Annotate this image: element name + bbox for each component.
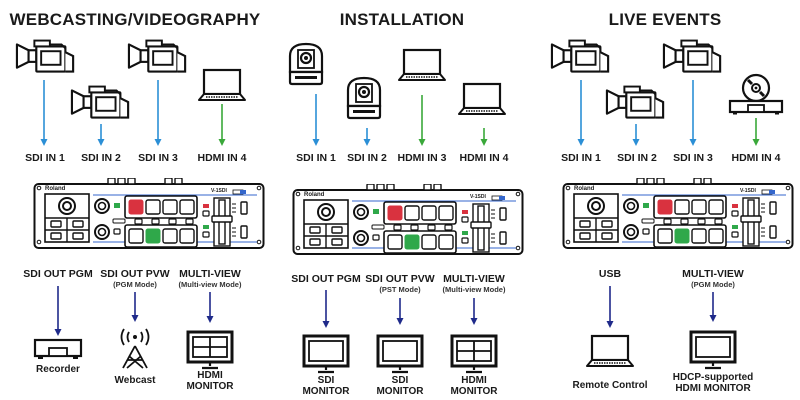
sdi-input-arrow: [689, 80, 697, 146]
output-mode: (PGM Mode): [691, 280, 735, 289]
hdmi-input-arrow: [480, 128, 488, 146]
output-arrow: [131, 292, 139, 322]
output-device-label: Recorder: [36, 364, 80, 375]
camcorder-icon: [15, 39, 75, 73]
input-label: SDI IN 1: [561, 152, 601, 164]
output-label: SDI OUT PGM: [23, 268, 93, 280]
output-device-label-line2: MONITOR: [186, 381, 234, 392]
laptop-icon: [398, 48, 446, 82]
output-device-label: SDI: [317, 375, 335, 386]
monitor-icon: [302, 334, 350, 374]
laptop-icon: [586, 334, 634, 368]
output-mode: (Multi-view Mode): [178, 280, 242, 289]
laptop-icon: [458, 82, 506, 116]
input-label: HDMI IN 4: [731, 152, 781, 164]
output-label: MULTI-VIEW: [179, 268, 241, 280]
webcast-icon: [120, 328, 150, 369]
section-title: INSTALLATION: [339, 10, 465, 29]
output-device-label: HDMI: [197, 370, 223, 381]
output-arrow: [470, 298, 478, 325]
output-mode: (Multi-view Mode): [442, 285, 506, 294]
brand-logo: Roland: [45, 186, 66, 192]
video-switcher-icon: [292, 184, 524, 255]
output-arrow: [709, 292, 717, 322]
sdi-input-arrow: [363, 128, 371, 146]
input-label: HDMI IN 4: [197, 152, 247, 164]
output-device-label-line2: MONITOR: [302, 386, 350, 397]
output-arrow: [396, 298, 404, 325]
recorder-icon: [33, 338, 83, 361]
camcorder-icon: [550, 39, 610, 73]
multiview-monitor-icon: [450, 334, 498, 374]
output-label: SDI OUT PGM: [291, 273, 361, 285]
input-label: HDMI IN 4: [459, 152, 509, 164]
video-switcher-icon: [33, 178, 265, 249]
hdmi-input-arrow: [418, 95, 426, 146]
input-label: SDI IN 3: [673, 152, 713, 164]
sdi-input-arrow: [97, 124, 105, 146]
output-device-label-line2: HDMI MONITOR: [675, 383, 751, 394]
ptz-camera-icon: [288, 42, 324, 86]
sdi-input-arrow: [312, 94, 320, 146]
section-title: WEBCASTING/VIDEOGRAPHY: [9, 10, 261, 29]
output-mode: (PGM Mode): [113, 280, 157, 289]
output-label: SDI OUT PVW: [100, 268, 170, 280]
hdmi-input-arrow: [752, 118, 760, 146]
model-label: V-1SDI: [470, 194, 486, 200]
video-switcher-icon: [562, 178, 794, 249]
output-arrow: [322, 290, 330, 328]
disc-player-icon: [728, 73, 784, 116]
section-title: LIVE EVENTS: [608, 10, 722, 29]
camcorder-icon: [127, 39, 187, 73]
brand-logo: Roland: [304, 192, 325, 198]
output-device-label: SDI: [391, 375, 409, 386]
output-label: MULTI-VIEW: [682, 268, 744, 280]
output-label: USB: [598, 268, 622, 280]
monitor-icon: [689, 330, 737, 370]
input-label: SDI IN 1: [25, 152, 65, 164]
camcorder-icon: [662, 39, 722, 73]
sdi-input-arrow: [40, 80, 48, 146]
hdmi-input-arrow: [218, 104, 226, 146]
output-arrow: [206, 292, 214, 323]
camcorder-icon: [70, 85, 130, 119]
output-device-label: Webcast: [114, 375, 156, 386]
output-label: SDI OUT PVW: [365, 273, 435, 285]
output-label: MULTI-VIEW: [443, 273, 505, 285]
camcorder-icon: [605, 85, 665, 119]
ptz-camera-icon: [346, 76, 382, 120]
sdi-input-arrow: [577, 80, 585, 146]
sdi-input-arrow: [632, 124, 640, 146]
output-device-label: Remote Control: [572, 380, 648, 391]
input-label: SDI IN 2: [81, 152, 121, 164]
monitor-icon: [376, 334, 424, 374]
model-label: V-1SDI: [740, 188, 756, 194]
output-device-label: HDMI: [461, 375, 487, 386]
input-label: SDI IN 2: [617, 152, 657, 164]
input-label: SDI IN 1: [296, 152, 336, 164]
multiview-monitor-icon: [186, 330, 234, 370]
laptop-icon: [198, 68, 246, 102]
input-label: SDI IN 3: [138, 152, 178, 164]
output-arrow: [606, 286, 614, 328]
output-mode: (PST Mode): [379, 285, 421, 294]
input-label: SDI IN 2: [347, 152, 387, 164]
input-label: HDMI IN 3: [397, 152, 447, 164]
output-device-label-line2: MONITOR: [376, 386, 424, 397]
sdi-input-arrow: [154, 80, 162, 146]
output-arrow: [54, 286, 62, 336]
output-device-label: HDCP-supported: [672, 372, 754, 383]
brand-logo: Roland: [574, 186, 595, 192]
output-device-label-line2: MONITOR: [450, 386, 498, 397]
model-label: V-1SDI: [211, 188, 227, 194]
